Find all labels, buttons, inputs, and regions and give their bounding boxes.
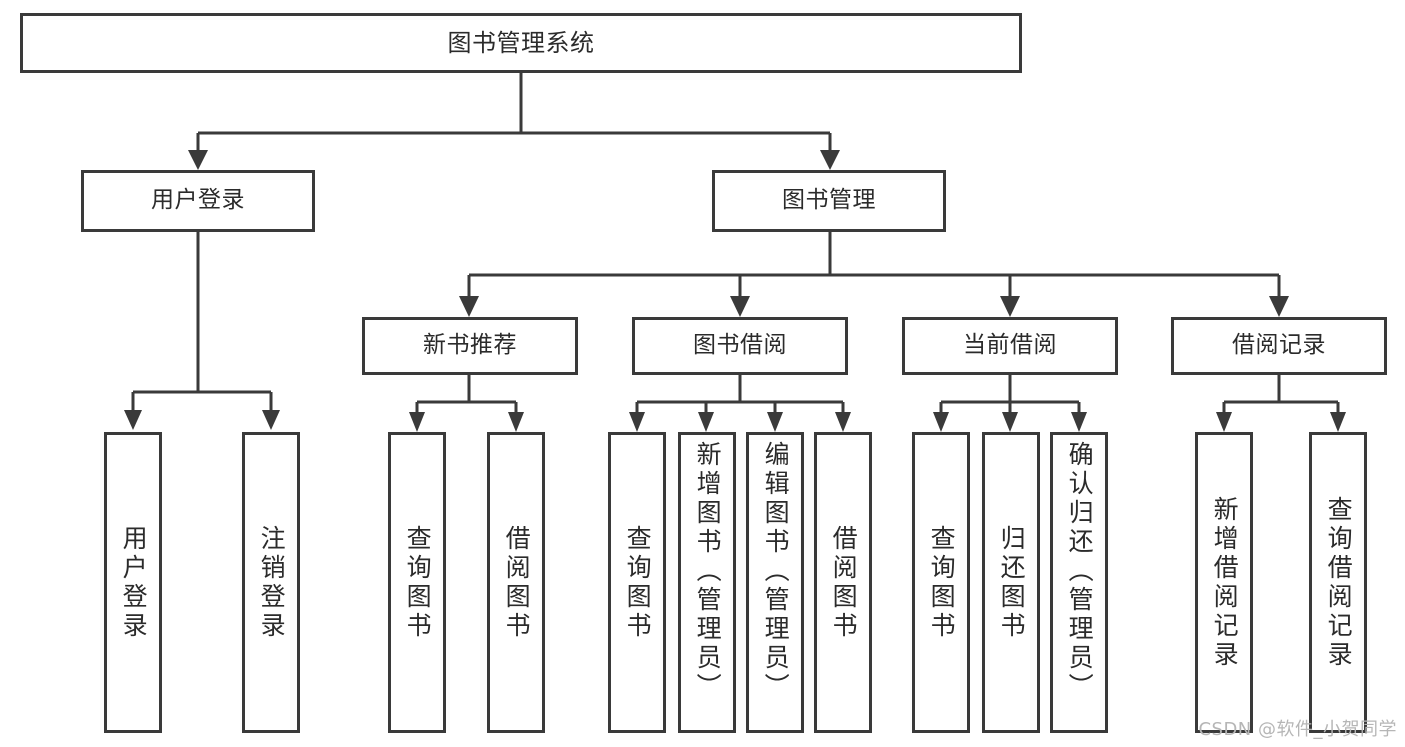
leaf-user-logout[interactable]: 注销登录 — [242, 432, 300, 733]
leaf-query-book-recommend[interactable]: 查询图书 — [388, 432, 446, 733]
node-label: 图书管理系统 — [447, 28, 595, 57]
node-label: 新增图书（管理员） — [693, 441, 723, 702]
leaf-edit-book[interactable]: 编辑图书（管理员） — [746, 432, 804, 733]
leaf-borrow-book-recommend[interactable]: 借阅图书 — [487, 432, 545, 733]
leaf-query-book-current[interactable]: 查询图书 — [912, 432, 970, 733]
node-root-system[interactable]: 图书管理系统 — [20, 13, 1022, 73]
leaf-add-book[interactable]: 新增图书（管理员） — [678, 432, 736, 733]
node-current-borrow[interactable]: 当前借阅 — [902, 317, 1118, 375]
leaf-user-login[interactable]: 用户登录 — [104, 432, 162, 733]
leaf-borrow-book[interactable]: 借阅图书 — [814, 432, 872, 733]
node-label: 图书管理 — [782, 187, 876, 214]
node-label: 图书借阅 — [693, 332, 787, 359]
node-label: 用户登录 — [151, 187, 245, 214]
node-label: 借阅图书 — [502, 524, 532, 641]
node-book-manage[interactable]: 图书管理 — [712, 170, 946, 232]
leaf-confirm-return[interactable]: 确认归还（管理员） — [1050, 432, 1108, 733]
leaf-add-borrow-record[interactable]: 新增借阅记录 — [1195, 432, 1253, 733]
leaf-return-book[interactable]: 归还图书 — [982, 432, 1040, 733]
node-label: 查询图书 — [403, 524, 433, 641]
node-label: 查询图书 — [623, 524, 653, 641]
node-user-login[interactable]: 用户登录 — [81, 170, 315, 232]
node-label: 查询借阅记录 — [1324, 495, 1354, 670]
node-borrow-record[interactable]: 借阅记录 — [1171, 317, 1387, 375]
node-label: 新书推荐 — [423, 332, 517, 359]
leaf-query-book-borrow[interactable]: 查询图书 — [608, 432, 666, 733]
leaf-query-borrow-record[interactable]: 查询借阅记录 — [1309, 432, 1367, 733]
node-label: 注销登录 — [257, 524, 287, 641]
node-label: 借阅记录 — [1232, 332, 1326, 359]
node-book-borrow[interactable]: 图书借阅 — [632, 317, 848, 375]
node-label: 借阅图书 — [829, 524, 859, 641]
csdn-watermark: CSDN @软件_小贺同学 — [1198, 719, 1397, 740]
node-label: 确认归还（管理员） — [1065, 441, 1095, 702]
node-label: 当前借阅 — [963, 332, 1057, 359]
node-label: 用户登录 — [119, 524, 149, 641]
node-new-book-recommend[interactable]: 新书推荐 — [362, 317, 578, 375]
node-label: 编辑图书（管理员） — [761, 441, 791, 702]
node-label: 查询图书 — [927, 524, 957, 641]
node-label: 新增借阅记录 — [1210, 495, 1240, 670]
node-label: 归还图书 — [997, 524, 1027, 641]
